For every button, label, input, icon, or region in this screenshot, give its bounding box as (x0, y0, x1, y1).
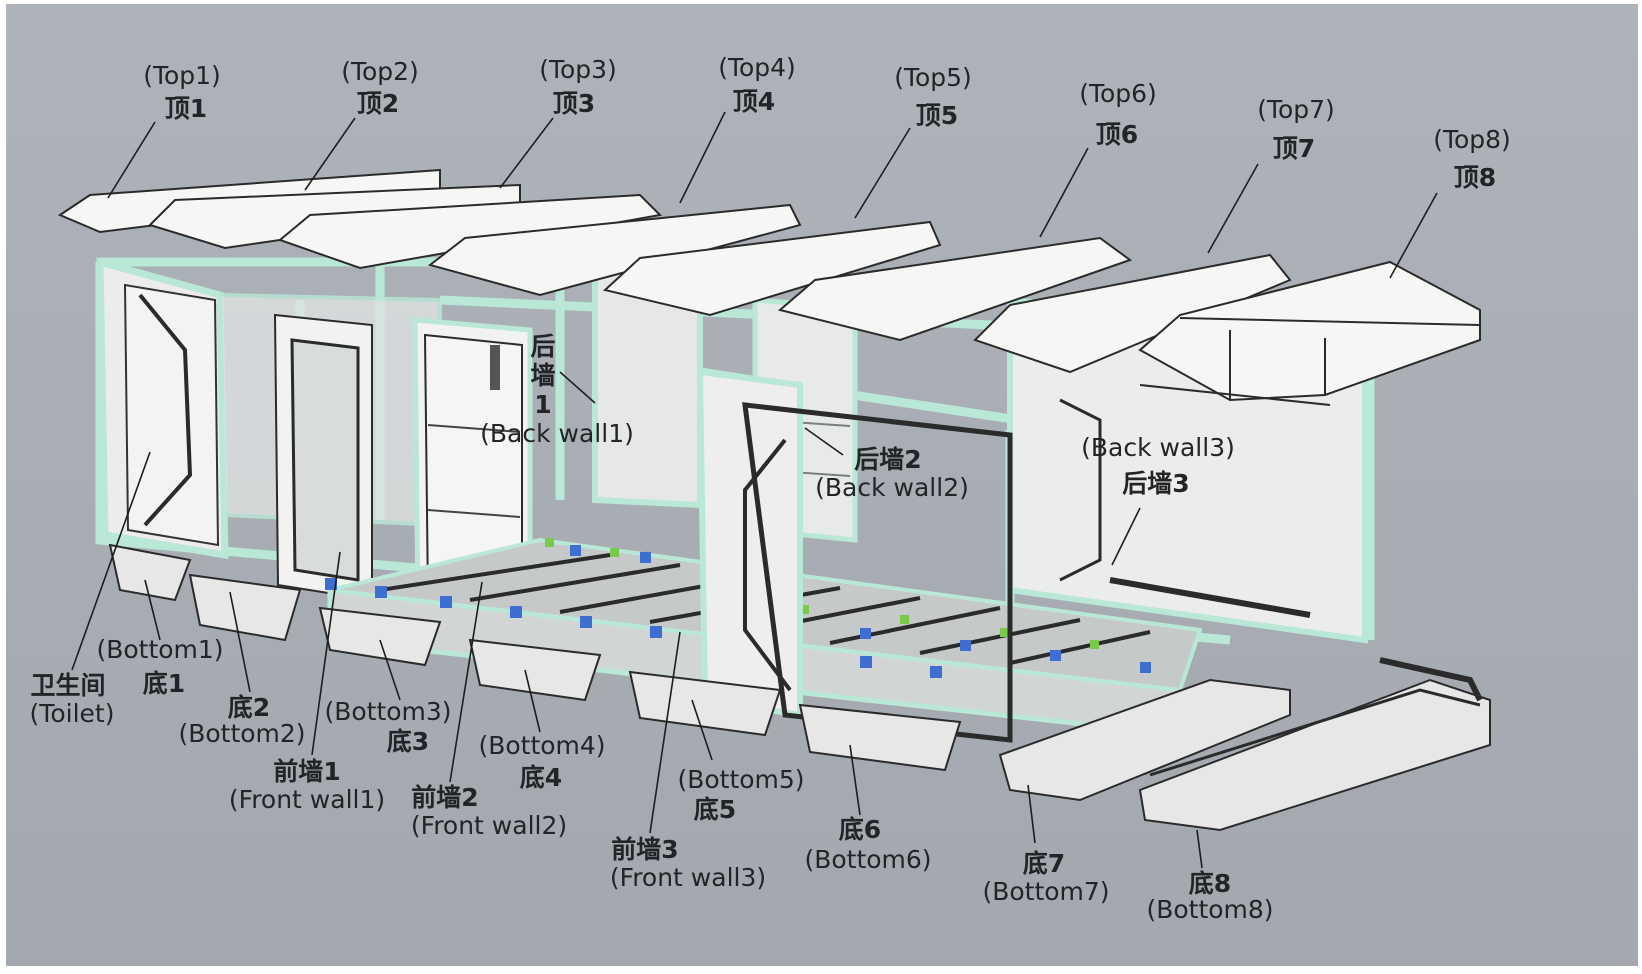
label-top7-en: (Top7) (1257, 95, 1335, 124)
bottom-1-tray (108, 543, 192, 602)
label-bottom4-zh: 底4 (520, 763, 562, 792)
label-front2-zh: 前墙2 (411, 783, 478, 812)
label-back1-en: (Back wall1) (480, 419, 634, 448)
bottom-6-tray (798, 703, 962, 772)
label-back1-zh-2: 墙 (530, 361, 555, 390)
front-wall-1 (273, 313, 373, 602)
label-back3-zh: 后墙3 (1122, 469, 1189, 498)
label-top2-en: (Top2) (341, 57, 419, 86)
leader-lines (71, 111, 1438, 869)
bottom-4-tray (468, 638, 602, 702)
label-back2-en: (Back wall2) (815, 473, 969, 502)
label-top3-zh: 顶3 (553, 89, 595, 118)
label-bottom7-en: (Bottom7) (982, 877, 1109, 906)
label-top5-zh: 顶5 (916, 101, 958, 130)
label-bottom7-zh: 底7 (1023, 849, 1065, 878)
top-panel-edges (1139, 317, 1481, 406)
bottom-2-tray (188, 573, 302, 642)
top-3-panel (278, 193, 663, 270)
label-top3-en: (Top3) (539, 55, 617, 84)
label-bottom1-en: (Bottom1) (96, 635, 223, 664)
label-top4-en: (Top4) (718, 53, 796, 82)
label-bottom8-zh: 底8 (1189, 869, 1231, 898)
label-bottom4-en: (Bottom4) (478, 731, 605, 760)
front-wall-3 (696, 368, 1013, 743)
label-bottom1-zh: 底1 (143, 669, 185, 698)
top-6-panel (777, 236, 1133, 342)
front-wall-2 (412, 317, 533, 628)
top-panels (57, 168, 1481, 402)
top-4-panel (427, 203, 802, 297)
label-bottom2-zh: 底2 (228, 693, 270, 722)
label-top1-zh: 顶1 (165, 94, 207, 123)
label-top5-en: (Top5) (894, 63, 972, 92)
label-back1-zh-1: 后 (530, 332, 555, 361)
label-bottom8-en: (Bottom8) (1146, 895, 1273, 924)
label-front3-zh: 前墙3 (611, 835, 678, 864)
label-top8-zh: 顶8 (1454, 163, 1496, 192)
label-top6-en: (Top6) (1079, 79, 1157, 108)
top-5-panel (602, 220, 942, 317)
label-bottom6-zh: 底6 (839, 815, 881, 844)
label-top6-zh: 顶6 (1096, 120, 1138, 149)
bottom-7-tray (998, 678, 1291, 802)
bottom-8-tray (1138, 678, 1491, 832)
label-front2-en: (Front wall2) (411, 811, 567, 840)
toilet-module (96, 257, 442, 560)
label-bottom5-zh: 底5 (694, 795, 736, 824)
label-front1-zh: 前墙1 (273, 757, 340, 786)
label-back1-zh-3: 1 (534, 390, 551, 419)
label-front3-en: (Front wall3) (610, 863, 766, 892)
label-back3-en: (Back wall3) (1081, 433, 1235, 462)
top-7-panel (973, 253, 1292, 374)
label-bottom6-en: (Bottom6) (804, 845, 931, 874)
label-toilet-en: (Toilet) (30, 699, 115, 728)
label-bottom3-en: (Bottom3) (324, 697, 451, 726)
label-top8-en: (Top8) (1433, 125, 1511, 154)
label-top2-zh: 顶2 (357, 89, 399, 118)
labels: (Top1) 顶1 (Top2) 顶2 (Top3) 顶3 (Top4) 顶4 … (30, 53, 1511, 924)
label-bottom5-en: (Bottom5) (677, 765, 804, 794)
label-back2-zh: 后墙2 (854, 445, 921, 474)
label-top4-zh: 顶4 (733, 87, 775, 116)
label-top1-en: (Top1) (143, 61, 221, 90)
label-toilet-zh: 卫生间 (30, 671, 105, 700)
label-bottom2-en: (Bottom2) (178, 719, 305, 748)
label-top7-zh: 顶7 (1273, 134, 1315, 163)
bottom-3-tray (318, 606, 442, 667)
bottom-8-rail (1149, 657, 1483, 777)
label-front1-en: (Front wall1) (229, 785, 385, 814)
label-bottom3-zh: 底3 (387, 727, 429, 756)
